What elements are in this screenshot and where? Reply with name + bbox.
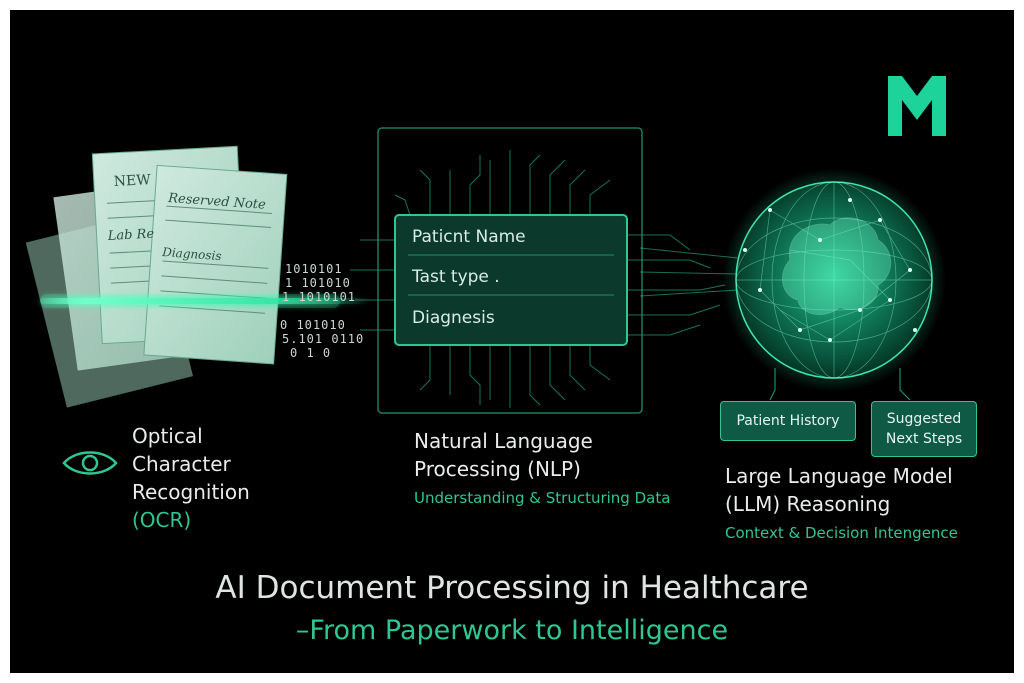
- ocr-acronym: (OCR): [132, 508, 192, 532]
- tag-label: Next Steps: [885, 431, 963, 447]
- tag-label: Suggested: [886, 411, 962, 427]
- llm-label-line: Large Language Model: [725, 464, 953, 488]
- tag-suggested-next-steps: Suggested Next Steps: [871, 401, 977, 457]
- binary-line: 0 101010: [280, 318, 346, 332]
- nlp-label-line: Natural Language: [414, 429, 593, 453]
- binary-line: 5.101 0110: [282, 332, 365, 346]
- field-test-type: Tast type .: [412, 267, 500, 287]
- tag-label: Patient History: [736, 413, 840, 429]
- binary-line: 1 1010101: [282, 290, 357, 304]
- llm-label-line: (LLM) Reasoning: [725, 492, 891, 516]
- paper-sheet-note: [143, 164, 288, 365]
- ocr-label-line: Optical: [132, 424, 203, 448]
- paper-text-note: Reserved Note: [167, 191, 267, 213]
- llm-connectors: [769, 368, 911, 401]
- nlp-label: Natural Language Processing (NLP) Unders…: [414, 427, 670, 507]
- page-title: AI Document Processing in Healthcare: [215, 570, 809, 606]
- page-subtitle: –From Paperwork to Intelligence: [295, 615, 729, 646]
- paper-text-lab: Lab Re: [106, 227, 154, 244]
- brain-sphere: [722, 168, 946, 392]
- binary-line: 1 101010: [285, 276, 351, 290]
- ocr-label-line: Recognition: [132, 480, 250, 504]
- nlp-subtitle: Understanding & Structuring Data: [414, 489, 671, 507]
- tag-patient-history: Patient History: [720, 401, 856, 441]
- field-diagnosis: Diagnesis: [412, 308, 495, 328]
- scan-beam: [40, 294, 370, 308]
- ocr-label-line: Character: [132, 452, 231, 476]
- paper-text-diagnosis: Diagnosis: [161, 245, 222, 263]
- ocr-label: Optical Character Recognition (OCR): [132, 422, 250, 534]
- nlp-chip: [350, 127, 726, 414]
- diagram-canvas: NEW Lab Re Reserved Note Diagnosis: [10, 10, 1014, 673]
- data-stream: [639, 247, 739, 297]
- llm-label: Large Language Model (LLM) Reasoning Con…: [725, 462, 958, 542]
- field-patient-name: Paticnt Name: [412, 227, 526, 247]
- llm-subtitle: Context & Decision Intengence: [725, 524, 958, 542]
- paper-text-new: NEW: [113, 172, 151, 190]
- binary-line: 1010101: [285, 262, 343, 276]
- nlp-label-line: Processing (NLP): [414, 457, 581, 481]
- nlp-data-card: [394, 214, 628, 346]
- binary-line: 0 1 0: [290, 346, 332, 360]
- eye-icon: [62, 451, 118, 475]
- brand-logo: [888, 76, 946, 136]
- paper-stack: NEW Lab Re Reserved Note Diagnosis: [25, 145, 288, 408]
- diagram-artwork: NEW Lab Re Reserved Note Diagnosis: [25, 76, 946, 475]
